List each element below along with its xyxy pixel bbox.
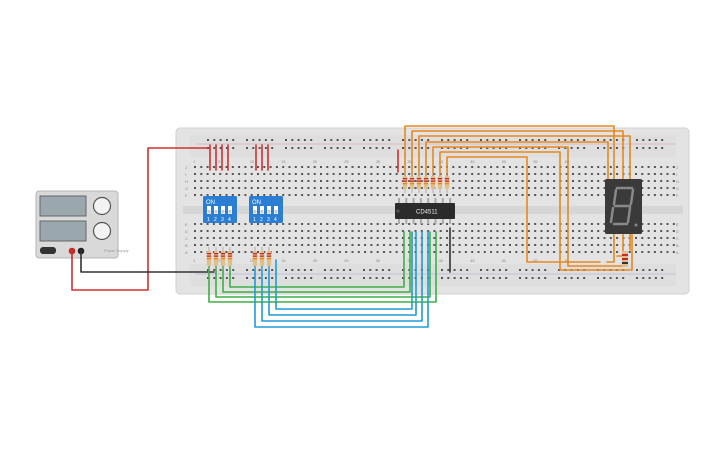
column-number: 20 bbox=[313, 258, 318, 263]
green-wire-4[interactable] bbox=[229, 231, 405, 288]
row-letter: G bbox=[676, 186, 679, 191]
dip1-pin-2: 2 bbox=[214, 217, 217, 223]
seven-segment-display[interactable] bbox=[605, 179, 642, 267]
green-wire-1[interactable] bbox=[208, 231, 437, 303]
column-number: 10 bbox=[250, 159, 255, 164]
dip1-pin-4: 4 bbox=[228, 217, 231, 223]
column-number: 20 bbox=[313, 159, 318, 164]
dip-switch-2[interactable]: ON 1 2 3 4 bbox=[249, 196, 283, 223]
dip-switch-1[interactable]: ON 1 2 3 4 bbox=[203, 196, 237, 223]
row-letter: F bbox=[676, 193, 679, 198]
current-display bbox=[39, 220, 87, 242]
column-number: 55 bbox=[533, 258, 538, 263]
dip1-pin-3: 3 bbox=[221, 217, 224, 223]
row-letter: H bbox=[185, 179, 188, 184]
column-number: 15 bbox=[281, 258, 286, 263]
seven-segment-digit bbox=[609, 186, 635, 226]
power-positive-wire[interactable] bbox=[71, 147, 210, 291]
column-number: 45 bbox=[470, 159, 475, 164]
row-letter: D bbox=[185, 229, 188, 234]
dip2-supply-wires[interactable] bbox=[255, 144, 269, 171]
column-number: 45 bbox=[470, 258, 475, 263]
row-letter: G bbox=[185, 186, 188, 191]
column-number: 30 bbox=[376, 159, 381, 164]
ic-label: CD4511 bbox=[416, 210, 438, 216]
row-letter: B bbox=[676, 243, 679, 248]
column-number: 25 bbox=[344, 159, 349, 164]
blue-wire-2[interactable] bbox=[261, 231, 423, 322]
blue-wire-1[interactable] bbox=[254, 231, 429, 328]
wires[interactable] bbox=[71, 125, 633, 328]
column-number: 10 bbox=[250, 258, 255, 263]
ic-cd4511[interactable]: CD4511 bbox=[395, 198, 455, 224]
column-number: 35 bbox=[407, 159, 412, 164]
voltage-display bbox=[39, 195, 87, 217]
green-wire-3[interactable] bbox=[222, 231, 411, 293]
voltage-knob[interactable] bbox=[92, 196, 112, 216]
column-number: 55 bbox=[533, 159, 538, 164]
row-letter: J bbox=[185, 165, 187, 170]
power-switch[interactable] bbox=[40, 247, 56, 254]
dip1-pin-1: 1 bbox=[207, 217, 210, 223]
dip1-on-label: ON bbox=[206, 200, 215, 206]
row-letter: C bbox=[185, 236, 188, 241]
power-negative-wire[interactable] bbox=[80, 250, 215, 273]
current-knob[interactable] bbox=[92, 221, 112, 241]
column-number: 5 bbox=[218, 159, 221, 164]
column-number: 50 bbox=[502, 258, 507, 263]
resistor[interactable] bbox=[437, 176, 443, 189]
resistors[interactable] bbox=[206, 172, 450, 270]
dip2-pin-2: 2 bbox=[260, 217, 263, 223]
column-number: 40 bbox=[439, 159, 444, 164]
row-letter: I bbox=[676, 172, 677, 177]
resistor[interactable] bbox=[416, 176, 422, 189]
orange-wire-g[interactable] bbox=[446, 156, 601, 263]
row-letter: E bbox=[676, 222, 679, 227]
row-letter: A bbox=[676, 250, 679, 255]
row-letter: A bbox=[185, 250, 188, 255]
resistor[interactable] bbox=[409, 176, 415, 189]
column-number: 25 bbox=[344, 258, 349, 263]
dip1-supply-wires[interactable] bbox=[209, 144, 229, 171]
column-number: 30 bbox=[376, 258, 381, 263]
dip2-pin-3: 3 bbox=[267, 217, 270, 223]
resistor[interactable] bbox=[423, 176, 429, 189]
column-number: 50 bbox=[502, 159, 507, 164]
green-wire-2[interactable] bbox=[215, 231, 431, 298]
resistor[interactable] bbox=[430, 176, 436, 189]
row-letter: B bbox=[185, 243, 188, 248]
blue-wire-3[interactable] bbox=[268, 231, 417, 316]
row-letter: I bbox=[185, 172, 186, 177]
resistor[interactable] bbox=[444, 176, 450, 189]
dip2-pin-1: 1 bbox=[253, 217, 256, 223]
blue-wire-4[interactable] bbox=[275, 231, 413, 310]
orange-wire-e[interactable] bbox=[432, 146, 623, 267]
column-number: 15 bbox=[281, 159, 286, 164]
orange-wire-d[interactable] bbox=[425, 141, 609, 181]
column-number: 1 bbox=[193, 159, 196, 164]
orange-wire-b[interactable] bbox=[411, 130, 624, 257]
power-supply-label: Power Supply bbox=[104, 248, 129, 253]
orange-wire-a[interactable] bbox=[404, 125, 615, 263]
row-letter: H bbox=[676, 179, 679, 184]
row-letter: E bbox=[185, 222, 188, 227]
row-letter: C bbox=[676, 236, 679, 241]
dip2-pin-4: 4 bbox=[274, 217, 277, 223]
resistor[interactable] bbox=[402, 176, 408, 189]
column-number: 1 bbox=[193, 258, 196, 263]
orange-wire-f[interactable] bbox=[439, 151, 633, 271]
dip2-on-label: ON bbox=[252, 200, 261, 206]
power-supply[interactable]: Power Supply bbox=[35, 190, 129, 259]
column-number: 5 bbox=[218, 258, 221, 263]
row-letter: J bbox=[676, 165, 678, 170]
row-letter: D bbox=[676, 229, 679, 234]
column-number: 40 bbox=[439, 258, 444, 263]
row-letter: F bbox=[185, 193, 188, 198]
